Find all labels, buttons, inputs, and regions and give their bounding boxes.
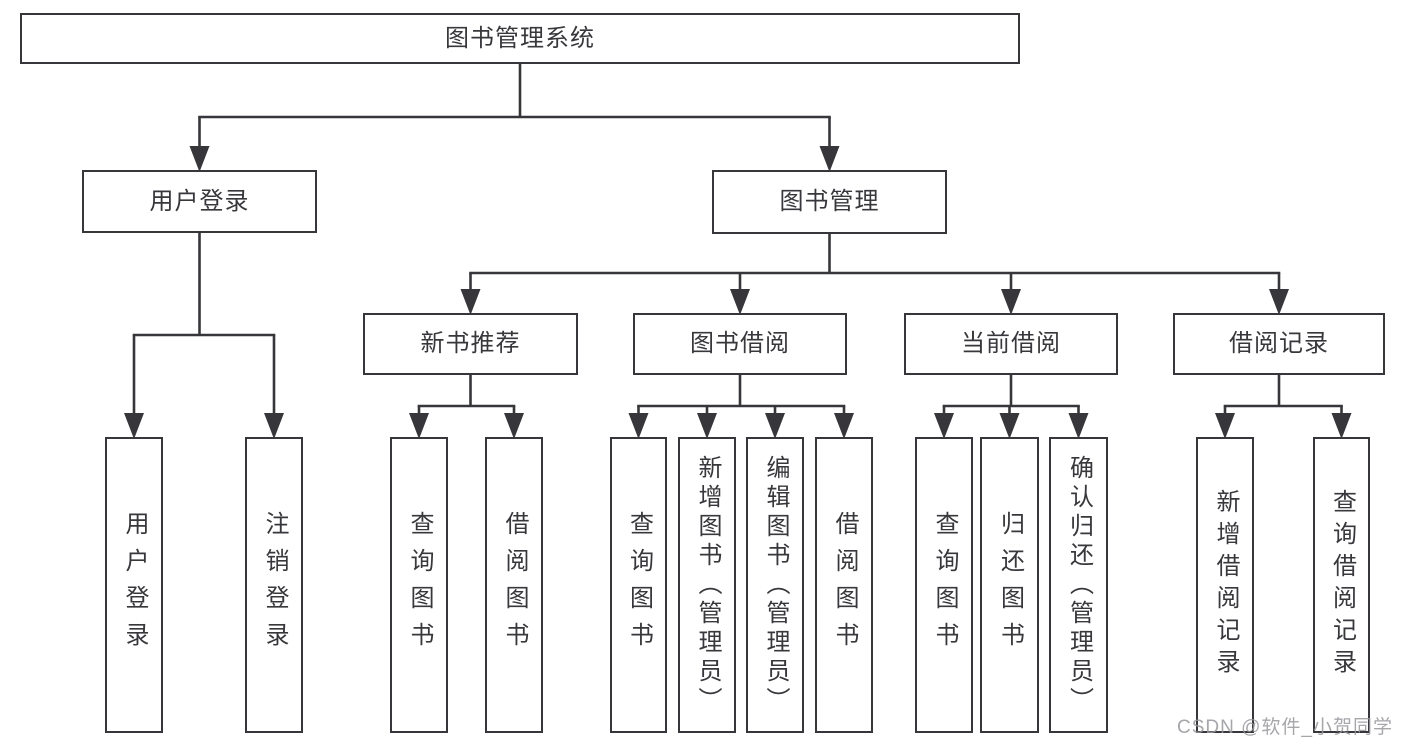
connector-arrowhead (409, 413, 429, 439)
connector-arrowhead (628, 413, 649, 439)
connector-arrowhead (1269, 289, 1289, 315)
node-leaf-bb-query: 查询图书 (610, 437, 667, 733)
connector-arrowhead (1001, 289, 1021, 315)
connector-arrowhead (730, 289, 750, 315)
node-leaf-cb-confirm: 确认归还（管理员） (1049, 437, 1108, 733)
connector-arrowhead (124, 413, 144, 439)
connector-arrowhead (697, 413, 717, 439)
connector-arrowhead (264, 413, 284, 439)
node-leaf-bb-add: 新增图书（管理员） (678, 437, 736, 733)
connector-arrowhead (765, 413, 785, 439)
node-user-login: 用户登录 (82, 170, 317, 233)
node-leaf-br-add: 新增借阅记录 (1196, 437, 1254, 733)
watermark: CSDN @软件_小贺同学 (1177, 717, 1393, 738)
connector-arrowhead (460, 289, 481, 315)
node-borrow-records: 借阅记录 (1173, 313, 1385, 375)
connector-arrowhead (189, 146, 210, 172)
node-leaf-cb-return: 归还图书 (980, 437, 1039, 733)
node-book-borrow: 图书借阅 (633, 313, 847, 375)
connector-arrowhead (934, 413, 954, 439)
node-root: 图书管理系统 (20, 13, 1020, 64)
connector-arrowhead (504, 413, 524, 439)
node-leaf-bb-edit: 编辑图书（管理员） (746, 437, 804, 733)
connector-arrowhead (819, 146, 840, 172)
node-leaf-nbr-borrow: 借阅图书 (485, 437, 543, 733)
node-leaf-br-query: 查询借阅记录 (1313, 437, 1370, 733)
node-leaf-nbr-query: 查询图书 (390, 437, 448, 733)
node-new-book-rec: 新书推荐 (363, 313, 578, 375)
connector-arrowhead (1331, 413, 1352, 439)
node-leaf-cb-query: 查询图书 (915, 437, 973, 733)
connector-arrowhead (834, 413, 854, 439)
node-book-mgmt: 图书管理 (712, 170, 947, 234)
connector-arrowhead (999, 413, 1020, 439)
node-current-borrow: 当前借阅 (904, 313, 1118, 375)
node-leaf-user-login: 用户登录 (105, 437, 163, 733)
node-leaf-logout: 注销登录 (245, 437, 303, 733)
node-leaf-bb-borrow: 借阅图书 (815, 437, 873, 733)
connector-arrowhead (1215, 413, 1235, 439)
connector-arrowhead (1068, 413, 1089, 439)
